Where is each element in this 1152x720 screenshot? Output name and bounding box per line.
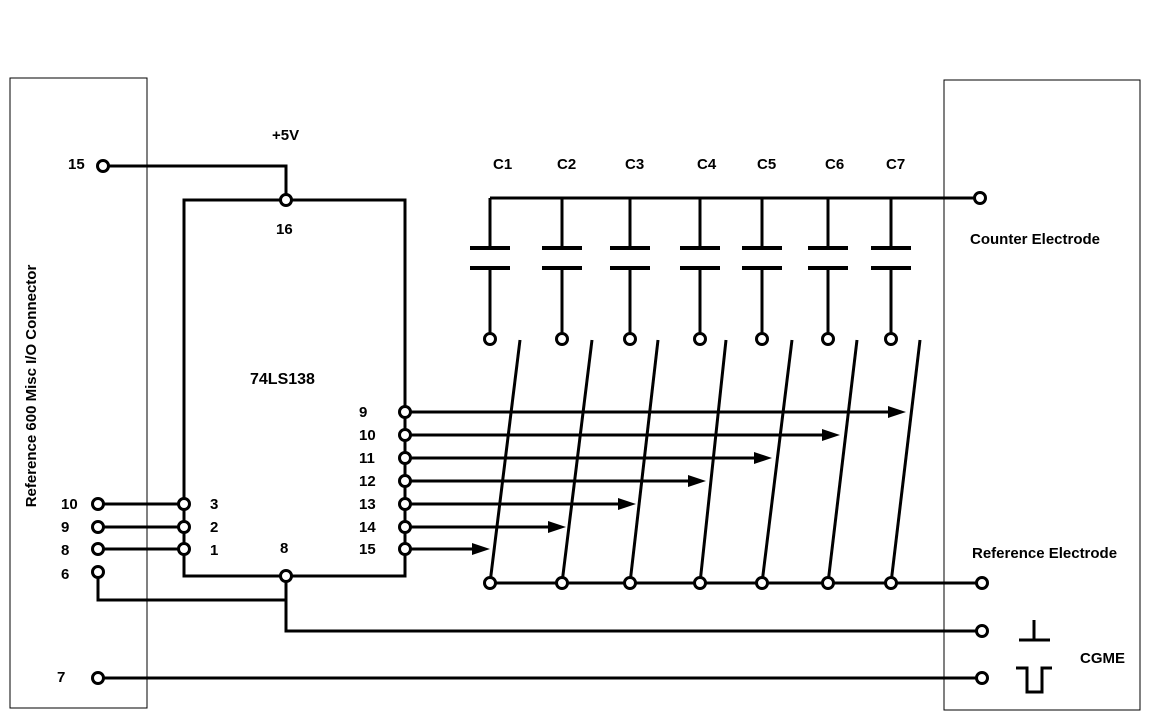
node-ref-bus-C3 [623, 576, 637, 590]
right-electrode-panel [943, 79, 1141, 711]
cgme-wire-1 [284, 576, 982, 633]
node-ref-bus-C2 [555, 576, 569, 590]
output-arrow-pin-9 [888, 406, 906, 418]
chip-output-pin-label-11: 11 [359, 450, 375, 467]
capacitor-label-C4: C4 [697, 156, 717, 173]
capacitor-label-C3: C3 [625, 156, 644, 173]
node-cap-bottom-C2 [555, 332, 569, 346]
chip-output-pin-label-14: 14 [359, 519, 376, 536]
vcc-wire [103, 164, 288, 200]
node-connector-8 [91, 542, 105, 556]
chip-input-pin-2: 2 [210, 519, 218, 536]
switch-blade-C1 [488, 339, 522, 584]
node-vcc-pin [279, 193, 293, 207]
output-arrow-pin-11 [754, 452, 772, 464]
node-connector-7 [91, 671, 105, 685]
node-chip-out-14 [398, 520, 412, 534]
reference-electrode-label: Reference Electrode [972, 545, 1117, 562]
switch-group [488, 339, 922, 584]
node-ref-bus-C7 [884, 576, 898, 590]
chip-output-pin-label-13: 13 [359, 496, 376, 513]
connector-pin-7: 7 [57, 669, 65, 686]
node-ref-bus-C1 [483, 576, 497, 590]
counter-electrode-label: Counter Electrode [970, 231, 1100, 248]
switch-blade-C5 [760, 339, 794, 584]
chip-input-pin-3: 3 [210, 496, 218, 513]
capacitor-label-C5: C5 [757, 156, 776, 173]
left-panel-label: Reference 600 Misc I/O Connector [23, 265, 40, 508]
node-chip-out-12 [398, 474, 412, 488]
switch-blade-C2 [560, 339, 594, 584]
node-chip-in-3 [177, 497, 191, 511]
output-arrow-pin-13 [618, 498, 636, 510]
node-chip-out-15 [398, 542, 412, 556]
chip-input-pin-1: 1 [210, 542, 218, 559]
capacitor-label-C6: C6 [825, 156, 844, 173]
node-cap-bottom-C5 [755, 332, 769, 346]
node-chip-out-10 [398, 428, 412, 442]
cgme-pulse-symbol [1016, 666, 1052, 694]
node-chip-out-13 [398, 497, 412, 511]
gnd-pin-label: 8 [280, 540, 288, 557]
connector-pin-10: 10 [61, 496, 78, 513]
connector-pin-8: 8 [61, 542, 69, 559]
node-cap-bottom-C1 [483, 332, 497, 346]
node-counter-electrode [973, 191, 987, 205]
connector-pin-6: 6 [61, 566, 69, 583]
left-connector-panel [9, 77, 148, 709]
node-cap-bottom-C3 [623, 332, 637, 346]
node-cap-bottom-C7 [884, 332, 898, 346]
chip-74ls138 [182, 198, 407, 578]
chip-output-pin-label-15: 15 [359, 541, 376, 558]
node-chip-gnd [279, 569, 293, 583]
node-cap-bottom-C4 [693, 332, 707, 346]
chip-name: 74LS138 [250, 371, 315, 388]
switch-blade-C4 [698, 339, 728, 584]
switch-blade-C6 [826, 339, 859, 584]
node-cgme-2 [975, 671, 989, 685]
output-arrow-pin-12 [688, 475, 706, 487]
node-cgme-1 [975, 624, 989, 638]
switch-blade-C7 [889, 339, 922, 584]
node-ref-bus-C4 [693, 576, 707, 590]
cgme-label: CGME [1080, 650, 1125, 667]
output-arrow-pin-10 [822, 429, 840, 441]
switch-blade-C3 [628, 339, 660, 584]
capacitor-label-C1: C1 [493, 156, 512, 173]
chip-output-pin-label-10: 10 [359, 427, 376, 444]
vcc-pin-label: 16 [276, 221, 293, 238]
node-connector-10 [91, 497, 105, 511]
node-connector-9 [91, 520, 105, 534]
node-ref-bus-C5 [755, 576, 769, 590]
capacitor-label-C2: C2 [557, 156, 576, 173]
node-reference-electrode [975, 576, 989, 590]
output-group: 9 10 11 12 13 14 15 [359, 404, 906, 558]
node-group [91, 159, 989, 685]
node-connector-15 [96, 159, 110, 173]
node-chip-out-11 [398, 451, 412, 465]
ground-wire [96, 572, 286, 602]
capacitor-label-C7: C7 [886, 156, 905, 173]
supply-label: +5V [272, 127, 299, 144]
node-chip-out-9 [398, 405, 412, 419]
chip-output-pin-label-9: 9 [359, 404, 367, 421]
connector-pin-9: 9 [61, 519, 69, 536]
node-ref-bus-C6 [821, 576, 835, 590]
node-cap-bottom-C6 [821, 332, 835, 346]
output-arrow-pin-14 [548, 521, 566, 533]
output-arrow-pin-15 [472, 543, 490, 555]
chip-output-pin-label-12: 12 [359, 473, 376, 490]
capacitor-group: C1 C2 C3 C4 C5 C6 C7 [470, 156, 911, 339]
node-connector-6 [91, 565, 105, 579]
node-chip-in-2 [177, 520, 191, 534]
node-chip-in-1 [177, 542, 191, 556]
connector-pin-15: 15 [68, 156, 85, 173]
